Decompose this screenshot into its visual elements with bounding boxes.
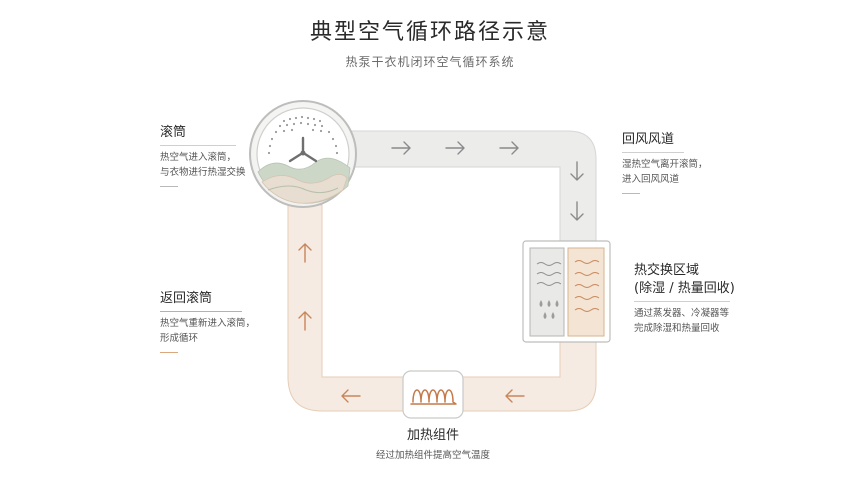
heater-desc: 经过加热组件提高空气温度 (375, 450, 490, 461)
heat-exchanger-icon (522, 240, 611, 343)
divider (160, 352, 178, 353)
divider (160, 186, 178, 187)
arrow-left-icon (341, 389, 361, 403)
arrow-up-icon (298, 243, 312, 263)
back-to-drum-desc: 热空气重新进入滚筒， 形成循环 (160, 318, 256, 344)
heater-label: 加热组件 经过加热组件提高空气温度 (343, 427, 523, 463)
heating-coil-icon (402, 370, 464, 419)
drum-desc: 热空气进入滚筒， 与衣物进行热湿交换 (160, 152, 246, 178)
fan-icon (288, 136, 318, 163)
heat-exchange-title: 热交换区域 (除湿 / 热量回收) (634, 263, 735, 296)
back-to-drum-title: 返回滚筒 (160, 291, 213, 306)
drum-label: 滚筒 热空气进入滚筒， 与衣物进行热湿交换 (160, 124, 255, 187)
page-title: 典型空气循环路径示意 (309, 20, 550, 45)
wave-icon (574, 260, 600, 312)
divider (634, 301, 730, 302)
drum-title: 滚筒 (160, 125, 187, 140)
heater-title: 加热组件 (406, 428, 459, 443)
heated-air-duct (287, 204, 597, 412)
arrow-up-icon (298, 311, 312, 331)
divider (622, 193, 640, 194)
arrow-right-icon (445, 141, 465, 155)
arrow-down-icon (570, 201, 584, 221)
heat-exchange-label: 热交换区域 (除湿 / 热量回收) 通过蒸发器、冷凝器等 完成除湿和热量回收 (634, 262, 750, 336)
return-air-duct (339, 130, 597, 248)
wave-icon (536, 262, 562, 286)
return-duct-label: 回风风道 湿热空气离开滚筒， 进入回风风道 (622, 131, 722, 194)
arrow-right-icon (391, 141, 411, 155)
heat-exchange-desc: 通过蒸发器、冷凝器等 完成除湿和热量回收 (634, 308, 730, 334)
arrow-left-icon (505, 389, 525, 403)
divider (160, 145, 236, 146)
arrow-down-icon (570, 161, 584, 181)
arrow-right-icon (499, 141, 519, 155)
page-subtitle: 热泵干衣机闭环空气循环系统 (345, 55, 515, 69)
back-to-drum-label: 返回滚筒 热空气重新进入滚筒， 形成循环 (160, 290, 260, 353)
return-duct-title: 回风风道 (622, 132, 675, 147)
droplet-icon (539, 300, 559, 319)
divider (160, 311, 242, 312)
return-duct-desc: 湿热空气离开滚筒， 进入回风风道 (622, 159, 708, 185)
divider (622, 152, 684, 153)
